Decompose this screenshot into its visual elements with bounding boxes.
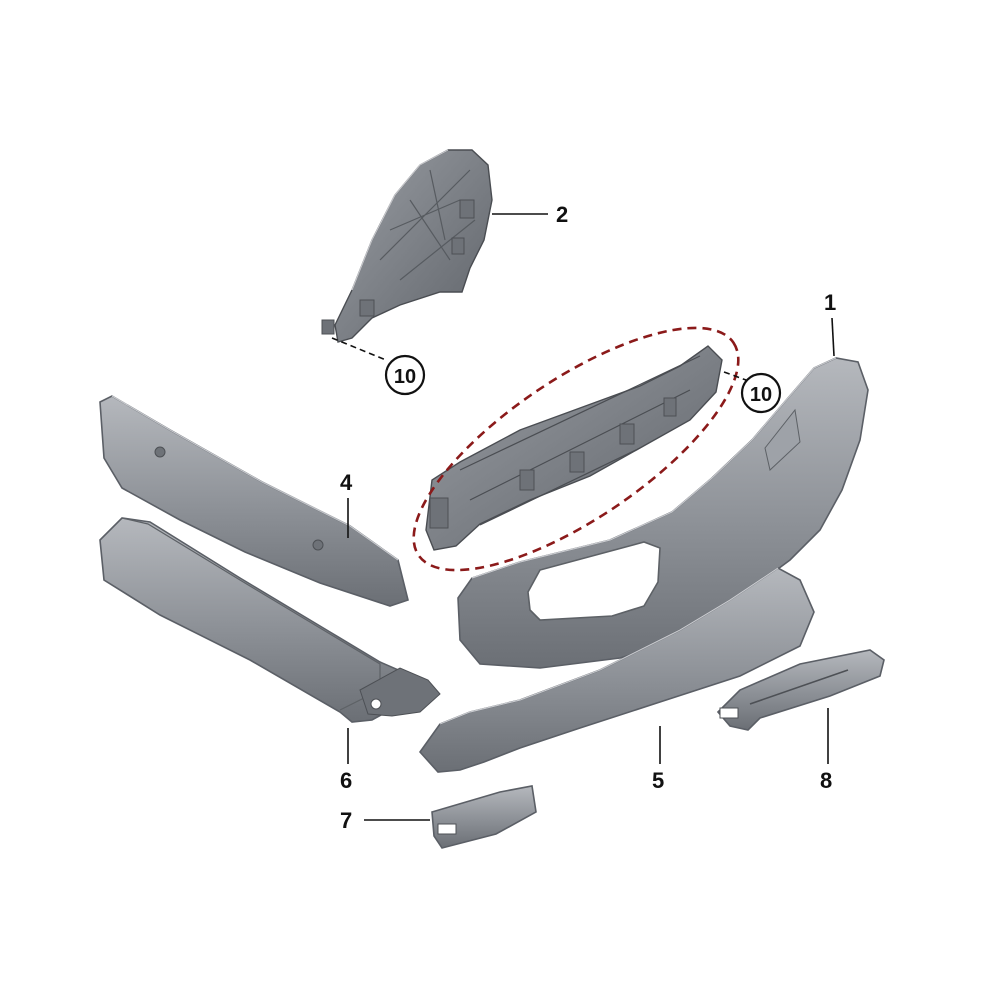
label-part-2: 2 (556, 202, 568, 227)
label-part-6: 6 (340, 768, 352, 793)
highlight-ellipse (412, 326, 740, 572)
part-4-upper-trim (99, 395, 409, 607)
part-6-lower-trim (99, 517, 441, 723)
label-part-8: 8 (820, 768, 832, 793)
part-2-backrest-cover (321, 149, 493, 343)
part-5-front-trim (418, 567, 815, 773)
leader-lines (331, 213, 835, 821)
callout-10-circle-left (384, 354, 426, 396)
label-part-10-left: 10 (394, 366, 416, 388)
part-8-slider-cover (716, 649, 885, 731)
label-part-4: 4 (340, 470, 353, 495)
part-7-clip (431, 785, 537, 849)
callout-10-circle-right (740, 372, 782, 414)
label-part-1: 1 (824, 290, 836, 315)
label-part-7: 7 (340, 808, 352, 833)
highlighted-bracket (425, 345, 723, 551)
part-1-seat-side-panel (457, 357, 869, 669)
label-part-10-right: 10 (750, 384, 772, 406)
label-part-5: 5 (652, 768, 664, 793)
